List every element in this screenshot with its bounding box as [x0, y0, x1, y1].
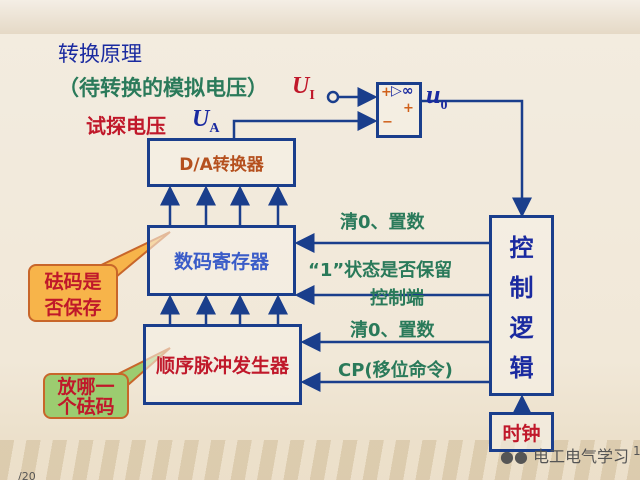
signal-seq-clear: 清0、置数 [350, 320, 435, 341]
control-char: 控 [509, 234, 534, 263]
signal-reg-clear: 清0、置数 [340, 212, 425, 233]
input-label: （待转换的模拟电压） [58, 76, 268, 100]
clock-label: 时钟 [502, 422, 541, 445]
opamp-icon: ▷∞ [391, 83, 414, 99]
ua-wire [232, 111, 378, 138]
signal-reg-keep-control: 控制端 [370, 288, 424, 309]
input-terminal [326, 90, 340, 104]
minus-input-sign: − [382, 115, 393, 130]
control-char: 制 [509, 274, 534, 303]
top-decoration [0, 0, 640, 34]
callout-line: 砝码是 [44, 271, 102, 293]
input-symbol: UI [292, 73, 315, 103]
sequencer-label: 顺序脉冲发生器 [155, 355, 289, 377]
plus-output-sign: + [403, 101, 414, 116]
signal-reg-keep: “1”状态是否保留 [308, 260, 453, 281]
output-symbol: u0 [426, 80, 448, 114]
watermark: ●● 电工电气学习 [500, 447, 630, 466]
plus-input-sign: + [381, 85, 392, 100]
dac-label: D/A转换器 [179, 155, 264, 175]
wechat-icon: ●● [500, 447, 534, 466]
callout-keep: 砝码是否保存 [28, 264, 118, 322]
probe-label: 试探电压 [86, 114, 166, 138]
callout-which: 放哪一个砝码 [43, 373, 129, 419]
comparator: + ▷∞ + − [376, 82, 422, 138]
control-char: 逻 [509, 313, 534, 342]
register-label: 数码寄存器 [173, 251, 269, 273]
clock-block: 时钟 [489, 412, 554, 452]
probe-symbol: UA [192, 106, 220, 136]
footer-left: /20 [18, 470, 36, 480]
output-wire [421, 99, 532, 218]
control-logic-block: 控 制 逻 辑 [489, 215, 554, 396]
control-char: 辑 [509, 353, 534, 382]
callout-line: 个砝码 [57, 396, 115, 418]
callout-line: 放哪一 [57, 376, 115, 398]
sequencer-block: 顺序脉冲发生器 [143, 324, 302, 405]
signal-seq-cp: CP(移位命令) [338, 360, 453, 381]
register-block: 数码寄存器 [147, 225, 296, 296]
dac-block: D/A转换器 [147, 138, 296, 187]
slide-title: 转换原理 [58, 42, 142, 66]
page-number: 1 [633, 444, 640, 458]
callout-line: 否保存 [44, 297, 102, 319]
